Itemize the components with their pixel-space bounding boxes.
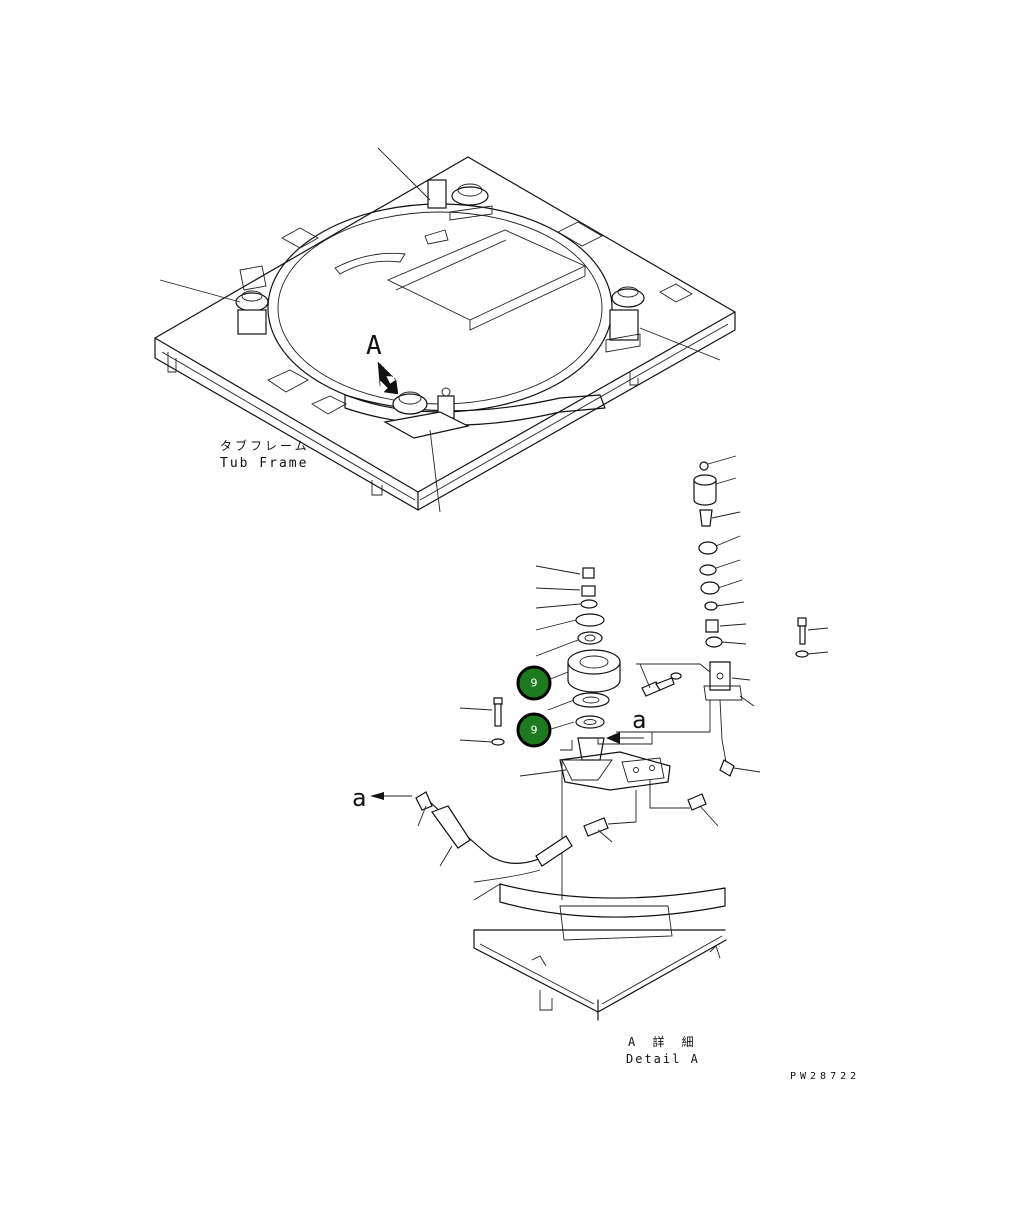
- detail-a-drawing: [370, 455, 829, 1021]
- right-part-stack: [693, 461, 809, 701]
- callout-number: 9: [531, 724, 538, 737]
- view-arrow-label: A: [366, 331, 382, 361]
- tub-frame-label-en: Tub Frame: [220, 456, 308, 471]
- roller-assembly-left: [235, 265, 269, 335]
- hose-ref-left-label: a: [352, 784, 366, 812]
- detail-label-en: Detail A: [626, 1052, 700, 1066]
- callout-9-upper[interactable]: 9: [516, 665, 552, 701]
- callout-9-lower[interactable]: 9: [516, 712, 552, 748]
- hose-ref-right-label: a: [632, 706, 646, 734]
- detail-label-jp: A 詳 細: [628, 1034, 699, 1049]
- roller-assembly-rear: [427, 179, 493, 221]
- roller-assembly-front: [383, 387, 470, 439]
- center-part-stack: [561, 567, 621, 781]
- tub-frame-drawing: [154, 147, 736, 513]
- callout-number: 9: [531, 677, 538, 690]
- view-a-arrow: [377, 361, 399, 395]
- tub-frame-label-jp: タブフレーム: [220, 438, 310, 453]
- drawing-number: PW28722: [790, 1071, 860, 1082]
- roller-assembly-right: [605, 286, 645, 353]
